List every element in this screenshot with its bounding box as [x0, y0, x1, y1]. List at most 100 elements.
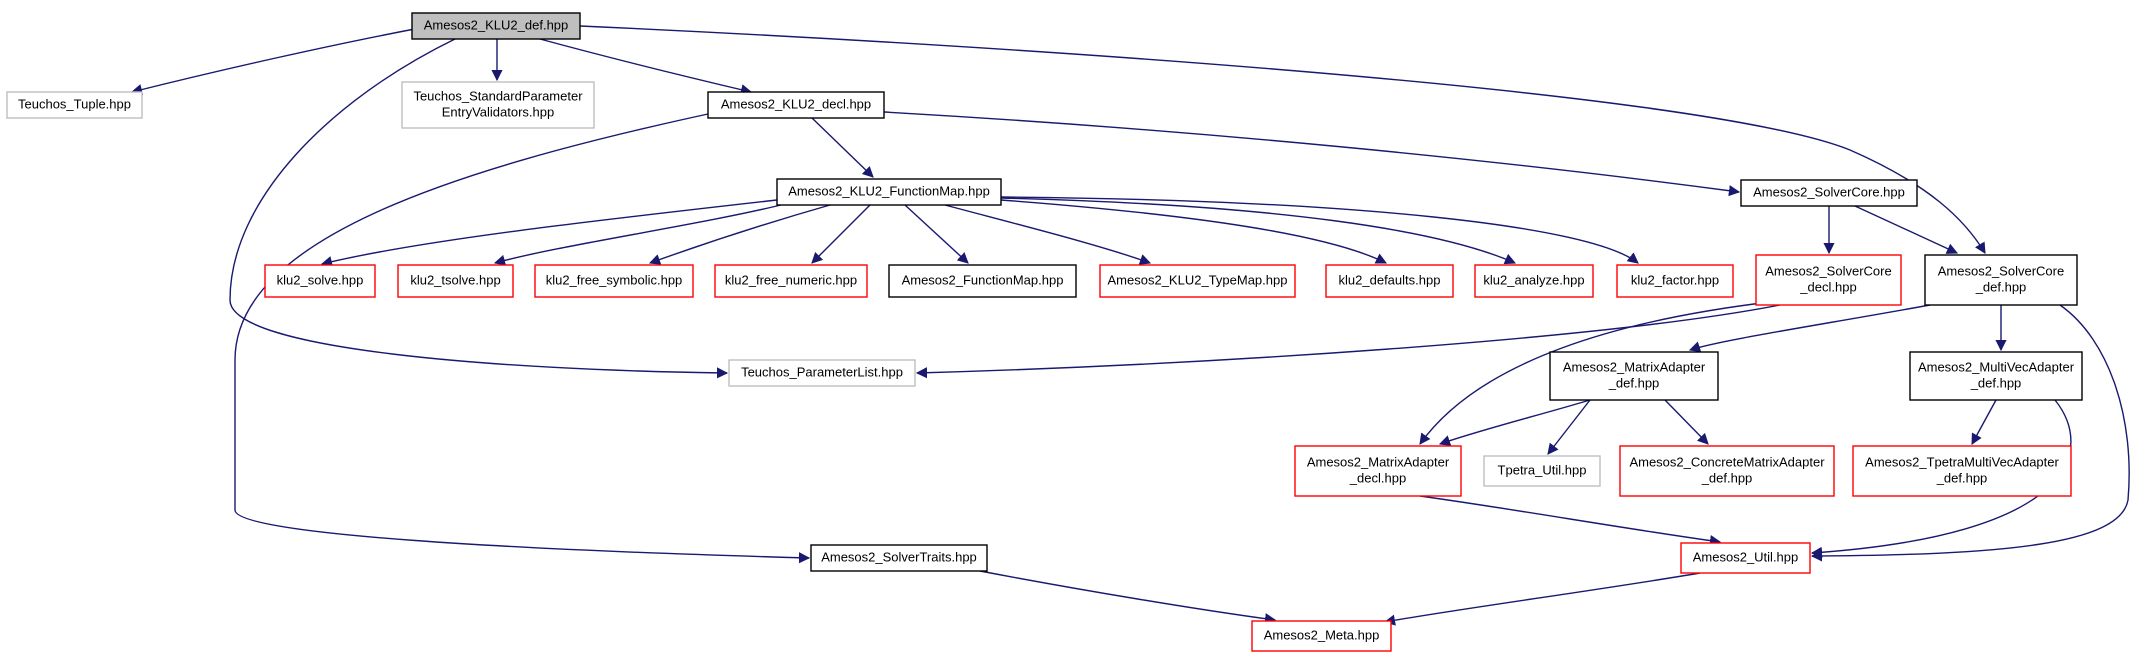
node-straits[interactable]: Amesos2_SolverTraits.hpp [810, 544, 988, 572]
edge-scdecl-to-plist [915, 304, 1781, 379]
node-box [1325, 264, 1454, 298]
node-plist[interactable]: Teuchos_ParameterList.hpp [728, 359, 916, 387]
node-kdef[interactable]: klu2_defaults.hpp [1325, 264, 1454, 298]
node-root[interactable]: Amesos2_KLU2_def.hpp [411, 12, 581, 40]
node-tsolve[interactable]: klu2_tsolve.hpp [397, 264, 514, 298]
node-tutil[interactable]: Tpetra_Util.hpp [1483, 455, 1601, 487]
node-tmv[interactable]: Amesos2_TpetraMultiVecAdapter_def.hpp [1852, 445, 2072, 497]
node-mvdef[interactable]: Amesos2_MultiVecAdapter_def.hpp [1909, 351, 2083, 401]
node-label: Teuchos_Tuple.hpp [18, 96, 131, 111]
edge-mvdef-to-tmv [1971, 399, 1997, 445]
node-kana[interactable]: klu2_analyze.hpp [1474, 264, 1594, 298]
node-box [1680, 542, 1811, 574]
node-label: Amesos2_SolverTraits.hpp [821, 549, 977, 564]
node-label: Amesos2_SolverCore [1938, 263, 2064, 278]
node-madecl[interactable]: Amesos2_MatrixAdapter_decl.hpp [1294, 445, 1462, 497]
edge-fmap-to-tsolve [493, 203, 786, 266]
node-label: Amesos2_SolverCore.hpp [1753, 184, 1905, 199]
node-solve[interactable]: klu2_solve.hpp [264, 264, 376, 298]
node-box [264, 264, 376, 298]
edge-madef-to-madecl [1438, 399, 1591, 446]
edge-decl-to-score [883, 111, 1741, 197]
edge-scdef-to-util [1810, 304, 2130, 562]
node-label: _def.hpp [1936, 470, 1988, 485]
file-nodes: Amesos2_KLU2_def.hppTeuchos_Tuple.hppTeu… [6, 12, 2083, 652]
node-label: klu2_free_symbolic.hpp [546, 272, 683, 287]
edge-fmap-to-fnum [811, 204, 871, 264]
node-box [397, 264, 514, 298]
node-box [401, 81, 595, 129]
edge-madecl-to-util [1419, 495, 1722, 547]
node-label: Amesos2_MatrixAdapter [1307, 454, 1450, 469]
node-box [1099, 264, 1296, 298]
edge-score-to-scdef [1854, 205, 1959, 254]
node-label: Tpetra_Util.hpp [1498, 462, 1587, 477]
node-box [1549, 351, 1719, 401]
node-a2fm[interactable]: Amesos2_FunctionMap.hpp [888, 264, 1077, 298]
node-scdef[interactable]: Amesos2_SolverCore_def.hpp [1924, 254, 2078, 306]
edge-fmap-to-kfac [1000, 196, 1639, 264]
node-box [1740, 179, 1918, 207]
node-label: _def.hpp [1970, 375, 2022, 390]
node-meta[interactable]: Amesos2_Meta.hpp [1251, 620, 1392, 652]
node-box [6, 91, 143, 119]
node-label: Amesos2_MultiVecAdapter [1918, 359, 2075, 374]
edge-decl-to-straits [234, 113, 811, 564]
node-label: Teuchos_StandardParameter [413, 88, 583, 103]
node-box [714, 264, 868, 298]
edge-madef-to-cma [1664, 399, 1709, 445]
node-label: _def.hpp [1701, 470, 1753, 485]
node-tuple[interactable]: Teuchos_Tuple.hpp [6, 91, 143, 119]
edge-root-to-decl [539, 38, 753, 96]
edge-fmap-to-kana [1000, 197, 1517, 265]
node-label: klu2_defaults.hpp [1339, 272, 1441, 287]
node-scdecl[interactable]: Amesos2_SolverCore_decl.hpp [1755, 254, 1902, 306]
node-box [1852, 445, 2072, 497]
edge-straits-to-meta [979, 570, 1277, 625]
node-score[interactable]: Amesos2_SolverCore.hpp [1740, 179, 1918, 207]
node-box [1616, 264, 1734, 298]
node-box [1294, 445, 1462, 497]
node-decl[interactable]: Amesos2_KLU2_decl.hpp [707, 91, 885, 119]
node-label: Amesos2_Meta.hpp [1264, 627, 1380, 642]
node-box [1619, 445, 1835, 497]
node-box [411, 12, 581, 40]
node-label: Teuchos_ParameterList.hpp [741, 364, 903, 379]
node-fnum[interactable]: klu2_free_numeric.hpp [714, 264, 868, 298]
dependency-edges [130, 25, 2130, 626]
node-label: klu2_analyze.hpp [1483, 272, 1584, 287]
node-label: EntryValidators.hpp [442, 104, 555, 119]
node-box [1924, 254, 2078, 306]
node-label: Amesos2_KLU2_def.hpp [424, 17, 569, 32]
node-cma[interactable]: Amesos2_ConcreteMatrixAdapter_def.hpp [1619, 445, 1835, 497]
node-fmap[interactable]: Amesos2_KLU2_FunctionMap.hpp [776, 178, 1002, 206]
node-label: Amesos2_FunctionMap.hpp [902, 272, 1064, 287]
node-box [776, 178, 1002, 206]
node-fsym[interactable]: klu2_free_symbolic.hpp [534, 264, 694, 298]
node-label: klu2_free_numeric.hpp [725, 272, 857, 287]
node-box [888, 264, 1077, 298]
node-box [728, 359, 916, 387]
node-label: Amesos2_KLU2_decl.hpp [721, 96, 871, 111]
node-box [1909, 351, 2083, 401]
edge-fmap-to-fsym [648, 204, 831, 265]
node-box [1474, 264, 1594, 298]
node-label: Amesos2_ConcreteMatrixAdapter [1629, 454, 1825, 469]
node-spev[interactable]: Teuchos_StandardParameterEntryValidators… [401, 81, 595, 129]
node-label: Amesos2_MatrixAdapter [1563, 359, 1706, 374]
node-util[interactable]: Amesos2_Util.hpp [1680, 542, 1811, 574]
node-box [707, 91, 885, 119]
edge-decl-to-fmap [811, 117, 874, 178]
node-tmap[interactable]: Amesos2_KLU2_TypeMap.hpp [1099, 264, 1296, 298]
edge-root-to-scdef [579, 25, 1986, 254]
edge-fmap-to-solve [320, 199, 778, 268]
node-kfac[interactable]: klu2_factor.hpp [1616, 264, 1734, 298]
edge-fmap-to-kdef [1000, 199, 1388, 264]
node-madef[interactable]: Amesos2_MatrixAdapter_def.hpp [1549, 351, 1719, 401]
node-label: klu2_tsolve.hpp [410, 272, 500, 287]
edge-util-to-meta [1383, 572, 1701, 626]
edge-fmap-to-a2fm [904, 204, 969, 264]
node-label: klu2_factor.hpp [1631, 272, 1719, 287]
edge-root-to-plist [229, 38, 729, 379]
